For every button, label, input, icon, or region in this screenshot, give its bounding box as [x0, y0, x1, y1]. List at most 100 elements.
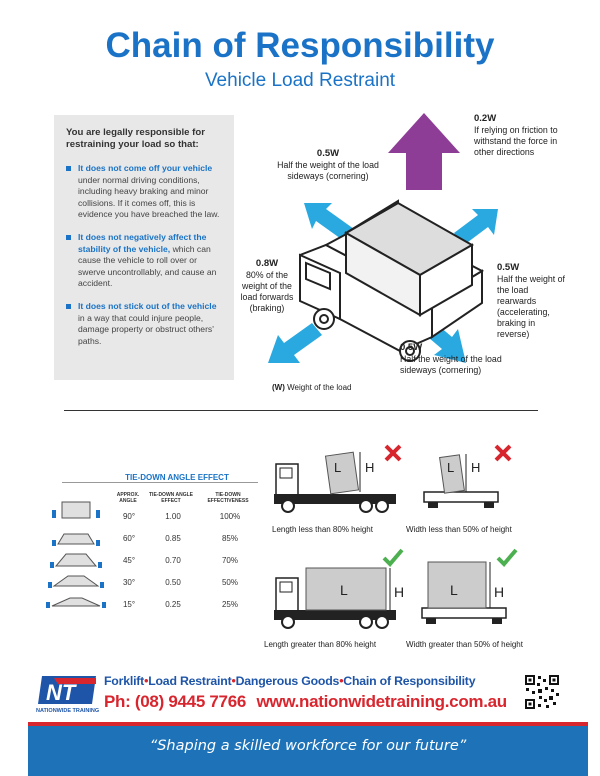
example-caption: Length greater than 80% height [264, 640, 377, 649]
table-row: 45° 0.70 70% [112, 556, 258, 578]
truck-rear-icon [421, 561, 507, 624]
height-letter: H [394, 584, 405, 600]
load-block-icon [54, 553, 98, 567]
strap-icon [102, 602, 106, 608]
force-value: 0.2W [474, 113, 497, 124]
service-item: Chain of Responsibility [343, 674, 476, 688]
table-rule [62, 482, 258, 483]
logo-subtext: NATIONWIDE TRAINING [36, 708, 99, 714]
angle-cell: 45° [122, 556, 136, 565]
height-letter: H [365, 460, 375, 475]
force-description: Half the weight of the load sideways (co… [277, 159, 379, 181]
effect-cell: 0.70 [165, 556, 181, 565]
legend-text: Weight of the load [287, 383, 352, 392]
legend-key: (W) [272, 383, 285, 392]
side-force-label: 0.5W Half the weight of the load sideway… [268, 148, 388, 182]
strap-icon [100, 582, 104, 588]
responsibility-box: You are legally responsible for restrain… [54, 115, 234, 380]
load-block-icon [61, 501, 91, 519]
services-list: Forklift•Load Restraint•Dangerous Goods•… [104, 674, 476, 688]
table-row: 30° 0.50 50% [112, 578, 258, 600]
load-proportion-examples [274, 444, 518, 629]
effect-cell: 0.50 [165, 578, 181, 587]
phone-number: Ph: (08) 9445 7766 [104, 692, 247, 711]
footer-band [28, 722, 588, 776]
column-header: TIE-DOWN EFFECTIVENESS [207, 492, 249, 504]
check-icon [496, 548, 518, 567]
responsibility-point: It does not negatively affect the stabil… [66, 232, 224, 290]
tie-down-table: 90° 1.00 100% 60° 0.85 85% 45° 0.70 70% … [112, 512, 258, 622]
strap-icon [52, 540, 56, 546]
angle-cell: 30° [122, 578, 136, 587]
section-divider [64, 410, 538, 411]
example-caption: Width less than 50% of height [406, 525, 512, 534]
truck-side-icon [274, 567, 396, 629]
point-text: under normal driving conditions, includi… [78, 174, 220, 220]
responsibility-intro: You are legally responsible for restrain… [66, 127, 205, 150]
table-row: 90° 1.00 100% [112, 512, 258, 534]
effectiveness-cell: 70% [221, 556, 238, 565]
strap-icon [50, 562, 54, 568]
separator-dot-icon: • [231, 674, 236, 688]
strap-icon [46, 602, 50, 608]
angle-cell: 15° [122, 600, 136, 609]
effect-cell: 0.25 [165, 600, 181, 609]
side-arrow-icon [454, 209, 498, 245]
website-link[interactable]: www.nationwidetraining.com.au [256, 692, 507, 711]
angle-cell: 90° [122, 512, 136, 521]
force-value: 0.5W [316, 148, 340, 159]
separator-dot-icon: • [339, 674, 344, 688]
tagline: “Shaping a skilled workforce for our fut… [149, 738, 467, 754]
truck-rear-icon [423, 454, 499, 508]
height-letter: H [494, 584, 505, 600]
page-subtitle: Vehicle Load Restraint [204, 70, 396, 91]
angle-cell: 60° [122, 534, 136, 543]
truck-icon [298, 199, 485, 362]
point-text: which can cause the vehicle to roll over… [78, 243, 217, 289]
table-row: 15° 0.25 25% [112, 600, 258, 622]
point-text: in a way that could injure people, damag… [78, 312, 214, 346]
height-letter: H [471, 460, 481, 475]
effect-cell: 1.00 [165, 512, 181, 521]
example-caption: Width greater than 50% of height [406, 640, 523, 649]
effectiveness-cell: 50% [221, 578, 238, 587]
example-caption: Length less than 80% height [272, 525, 373, 534]
qr-code-icon[interactable] [524, 674, 560, 710]
tie-down-title: TIE-DOWN ANGLE EFFECT [125, 473, 229, 482]
length-letter: L [450, 582, 458, 598]
page-title: Chain of Responsibility [105, 26, 495, 65]
load-block-icon [57, 533, 95, 545]
service-item: Forklift [104, 674, 145, 688]
service-item: Load Restraint [148, 674, 232, 688]
contact-line: Ph: (08) 9445 7766 www.nationwidetrainin… [104, 692, 507, 712]
force-description: Half the weight of the load sideways (co… [400, 353, 502, 375]
tie-down-angle-diagrams [46, 501, 106, 608]
forward-arrow-icon [268, 323, 322, 363]
strap-icon [98, 562, 102, 568]
side-force-label: 0.5W Half the weight of the load sideway… [400, 342, 522, 376]
column-header: TIE-DOWN ANGLE EFFECT [149, 492, 193, 504]
strap-icon [48, 582, 52, 588]
weight-legend: (W) Weight of the load [272, 383, 351, 393]
forward-force-label: 0.8W 80% of the weight of the load forwa… [236, 258, 298, 314]
strap-icon [96, 540, 100, 546]
strap-icon [52, 510, 56, 518]
cross-icon [494, 444, 512, 462]
service-item: Dangerous Goods [235, 674, 340, 688]
footer-accent-line [28, 722, 588, 726]
effect-cell: 0.85 [165, 534, 181, 543]
truck-side-icon [274, 451, 396, 513]
bullet-icon [66, 303, 71, 309]
rear-force-label: 0.5W Half the weight of the load rearwar… [497, 262, 567, 340]
bullet-icon [66, 234, 71, 240]
logo-initials: NT [46, 680, 77, 705]
point-emphasis: It does not come off your vehicle [78, 162, 213, 173]
up-arrow-icon [388, 113, 460, 190]
effectiveness-cell: 85% [221, 534, 238, 543]
effectiveness-cell: 25% [221, 600, 238, 609]
bullet-icon [66, 165, 71, 171]
length-letter: L [334, 460, 342, 475]
column-header: APPROX. ANGLE [116, 492, 140, 504]
height-marker [359, 452, 491, 610]
length-letter: L [447, 460, 455, 475]
